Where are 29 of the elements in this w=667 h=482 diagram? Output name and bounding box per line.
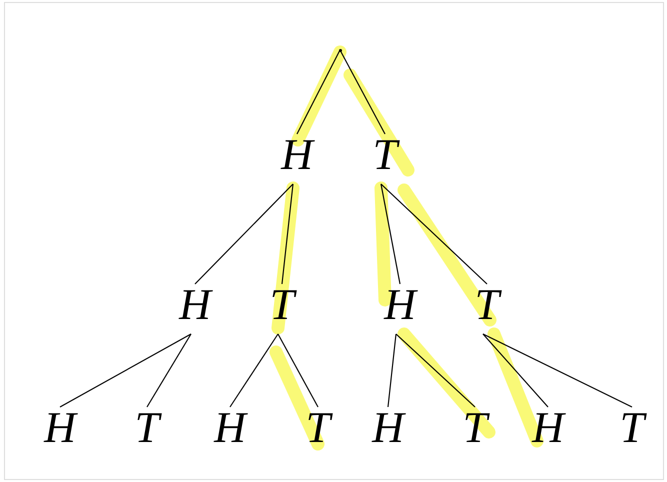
- branch-line: [387, 334, 397, 408]
- branch-line: [146, 334, 192, 408]
- outcome-letter: H: [281, 133, 313, 177]
- branch-line: [380, 184, 488, 284]
- branch-line: [340, 50, 386, 134]
- outcome-letter: T: [306, 406, 330, 450]
- outcome-letter: H: [372, 406, 404, 450]
- outcome-letter: T: [134, 406, 160, 450]
- outcome-letter: H: [532, 406, 564, 450]
- outcome-letter: H: [384, 283, 416, 327]
- branch-line: [482, 334, 548, 408]
- outcome-letter: T: [620, 406, 644, 450]
- branch-line: [194, 184, 294, 284]
- outcome-letter: T: [462, 406, 488, 450]
- branch-line: [230, 334, 278, 408]
- outcome-letter: T: [270, 283, 294, 327]
- outcome-letter: H: [44, 406, 76, 450]
- branch-line: [380, 184, 401, 284]
- outcome-letter: H: [179, 283, 211, 327]
- branch-line: [396, 334, 476, 408]
- branch-line: [296, 50, 340, 134]
- outcome-letter: H: [214, 406, 246, 450]
- outcome-letter: T: [372, 133, 398, 177]
- branch-line: [281, 184, 294, 284]
- branch-line: [60, 334, 192, 408]
- outcome-letter: T: [474, 283, 500, 327]
- branch-line: [482, 334, 632, 408]
- branch-line: [278, 334, 318, 408]
- root-point: [338, 48, 342, 52]
